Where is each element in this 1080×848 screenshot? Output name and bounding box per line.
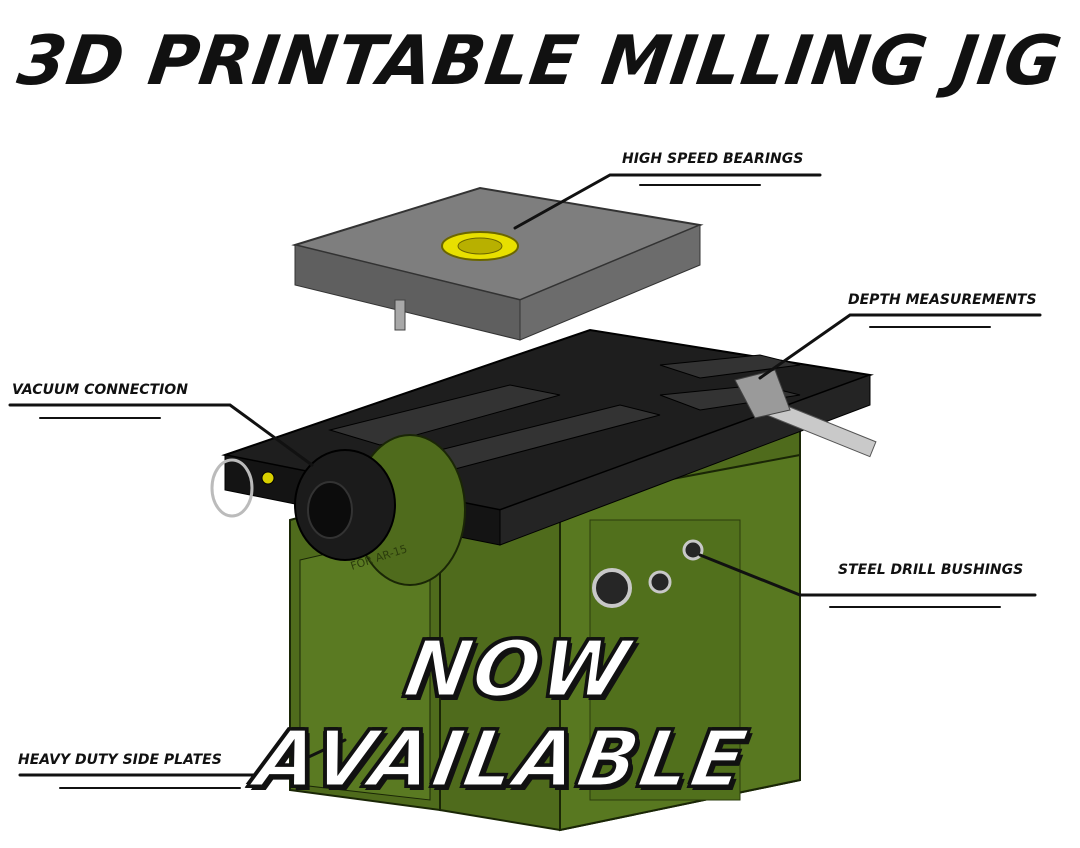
callout-vacuum: VACUUM CONNECTION bbox=[12, 382, 188, 398]
drill-bushing-large bbox=[592, 568, 632, 608]
callout-bearings: HIGH SPEED BEARINGS bbox=[622, 151, 804, 167]
leader-bearings bbox=[513, 173, 822, 230]
drill-bushing-medium bbox=[648, 570, 672, 594]
drill-bit-flutes bbox=[734, 369, 791, 419]
callout-bushings: STEEL DRILL BUSHINGS bbox=[838, 562, 1024, 578]
leader-depth bbox=[758, 313, 1042, 380]
leader-sideplates bbox=[18, 738, 347, 777]
screw-head bbox=[261, 471, 275, 485]
bearing-bore bbox=[457, 237, 503, 255]
router-plate-bolt bbox=[394, 299, 406, 331]
top-plate-slot bbox=[328, 384, 561, 446]
callout-depth: DEPTH MEASUREMENTS bbox=[848, 292, 1037, 308]
side-plate-recess bbox=[589, 519, 741, 801]
now-available-banner: NOW AVAILABLE bbox=[248, 624, 757, 807]
callout-side-plates: HEAVY DUTY SIDE PLATES bbox=[18, 752, 222, 768]
drill-bushing-small bbox=[682, 539, 704, 561]
leader-bushings bbox=[698, 553, 1037, 597]
router-plate-side bbox=[519, 224, 701, 341]
leader-vacuum bbox=[8, 403, 314, 467]
vacuum-port-inner bbox=[307, 481, 353, 539]
callout-leaders bbox=[8, 173, 1042, 789]
vacuum-pin-ring bbox=[210, 458, 254, 518]
top-plate-slot bbox=[659, 354, 801, 379]
